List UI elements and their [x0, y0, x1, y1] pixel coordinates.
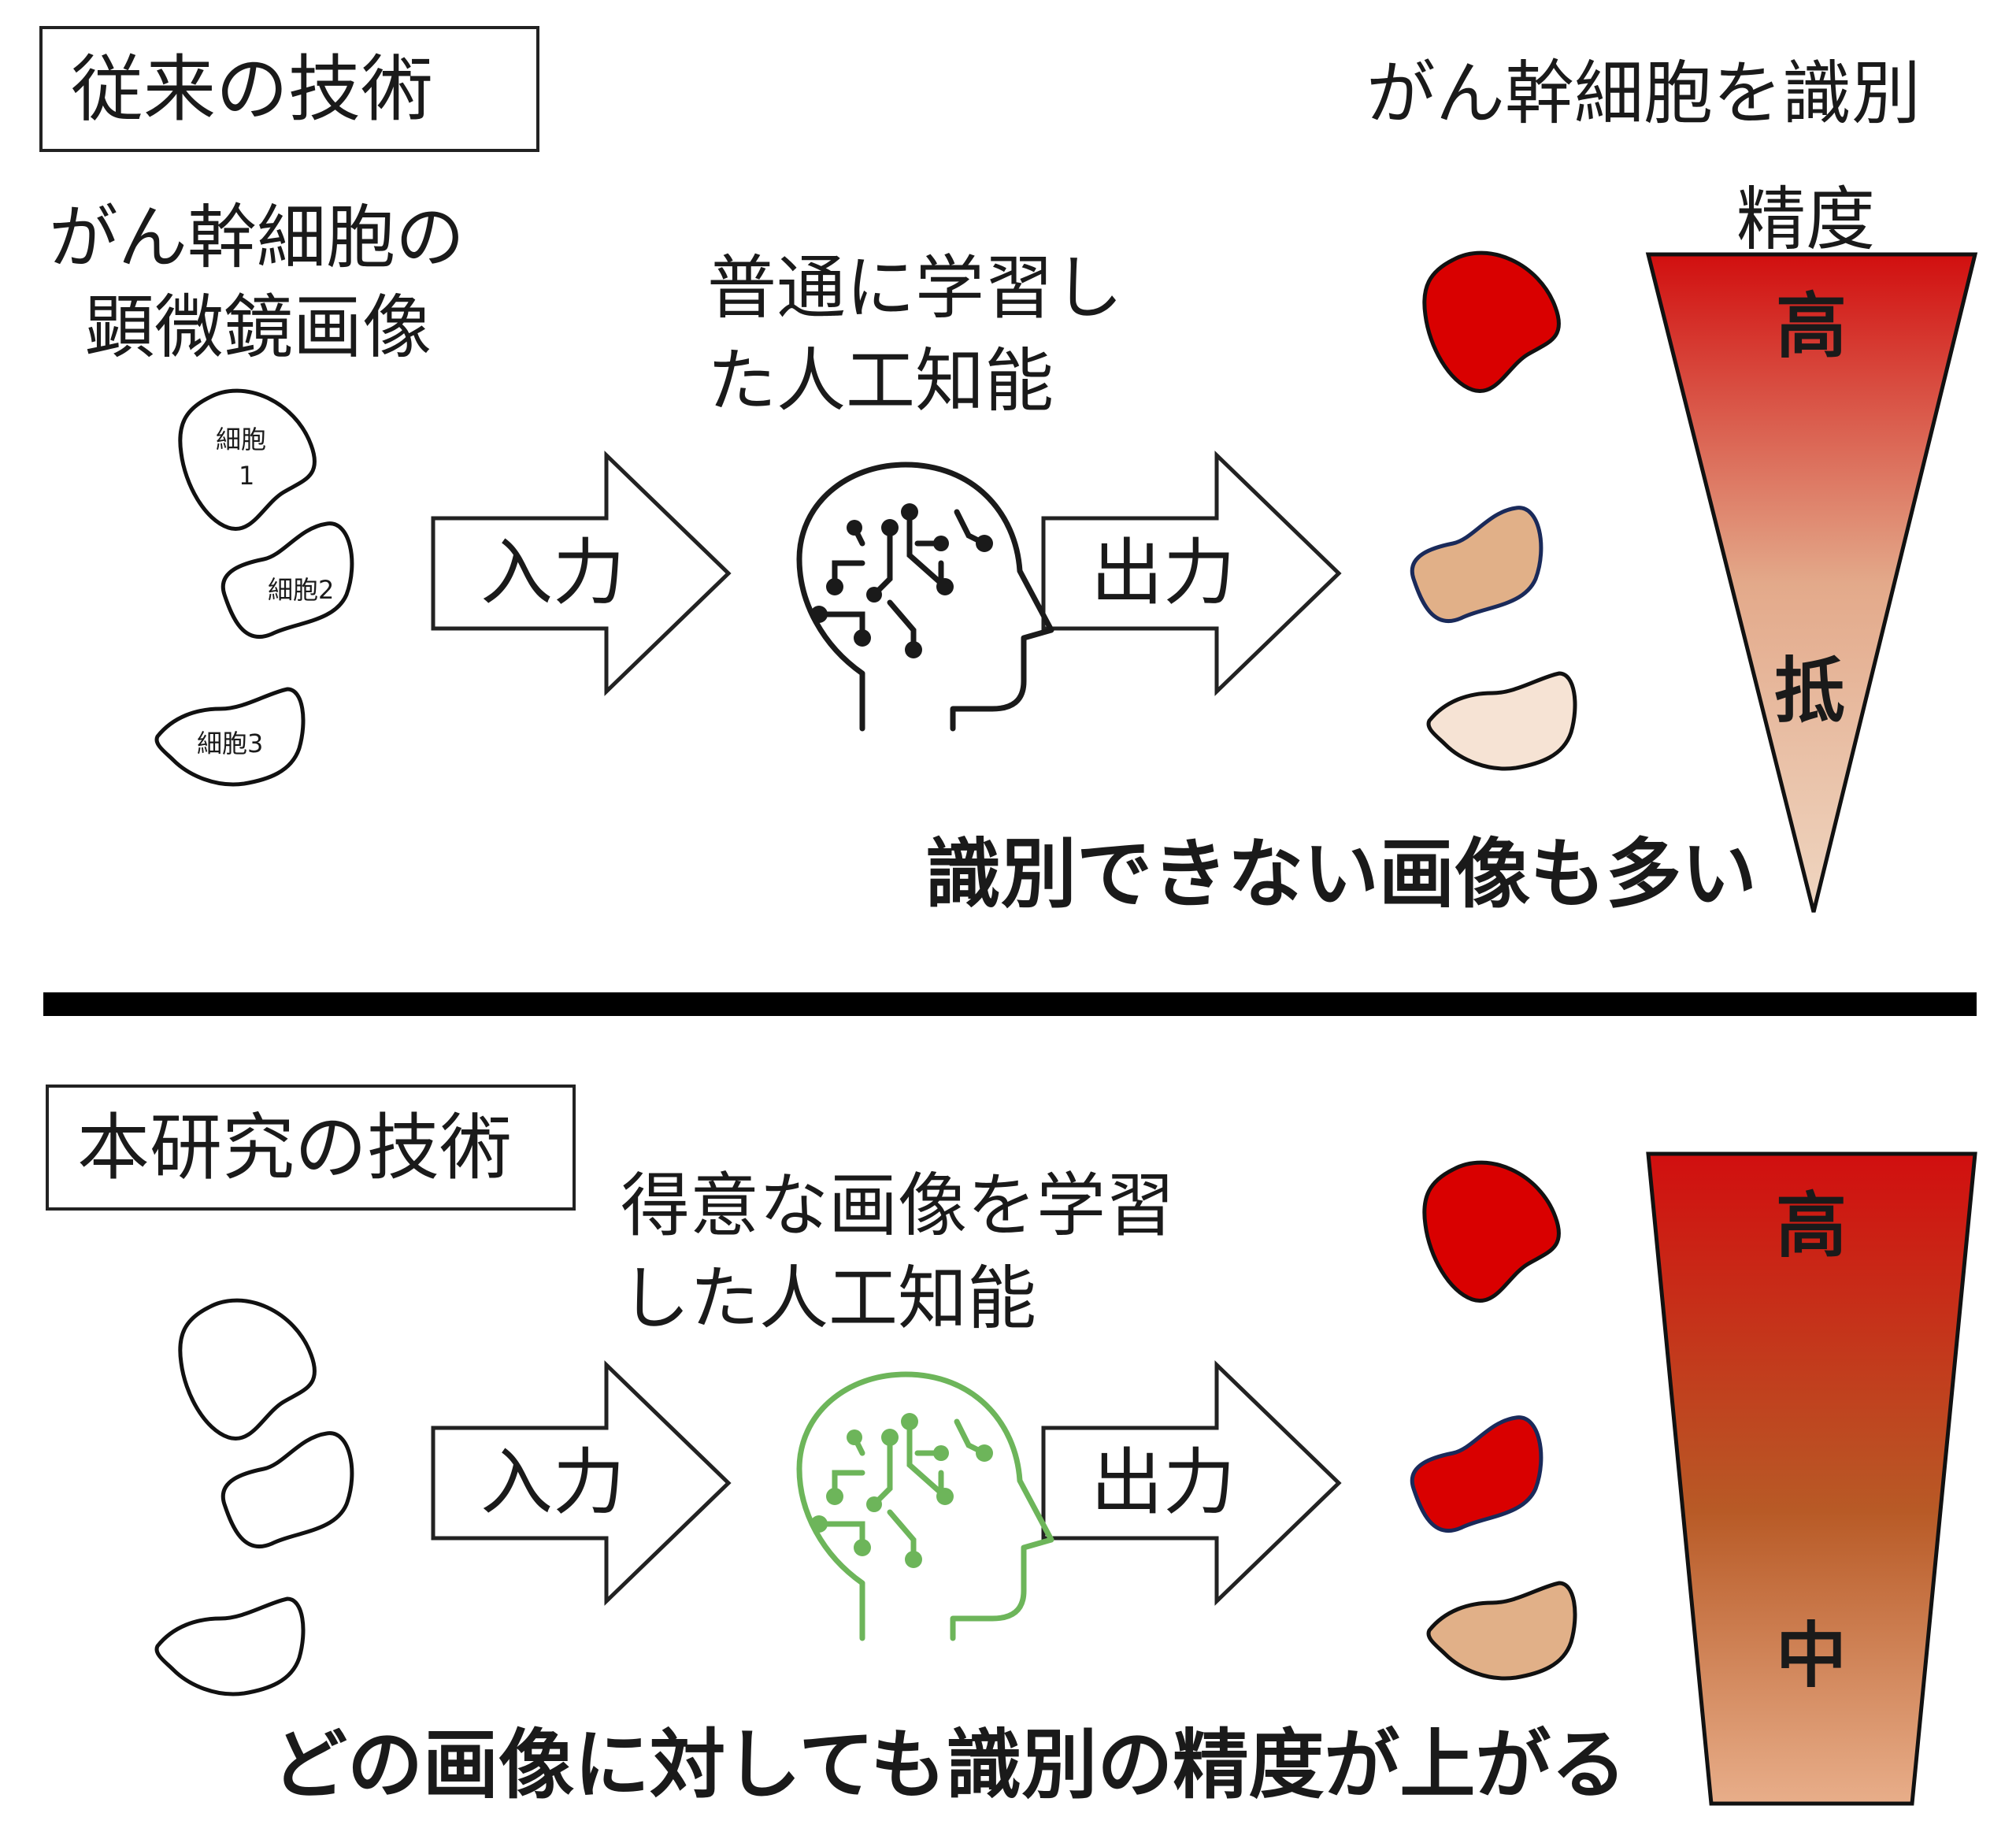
top-input-label-line2: 顕微鏡画像 [85, 287, 432, 368]
top-arrow-input-label: 入力 [480, 531, 626, 615]
top-section-label-box [39, 26, 539, 152]
top-arrow-output-label: 出力 [1091, 531, 1236, 615]
top-cell-2-label: 細胞2 [268, 575, 335, 605]
top-cell-1-label-b: 1 [239, 461, 255, 491]
top-ai-label-line2: た人工知能 [707, 340, 1054, 421]
top-output-cell-tan [1412, 508, 1541, 621]
accuracy-label: 精度 [1736, 179, 1876, 260]
top-grade-high: 高 [1776, 285, 1847, 368]
bottom-summary: どの画像に対しても識別の精度が上がる [272, 1721, 1627, 1809]
bottom-arrow-output-label: 出力 [1091, 1441, 1236, 1525]
bottom-arrow-input-label: 入力 [480, 1441, 626, 1525]
bottom-accuracy-trapezoid [1646, 1151, 1977, 1806]
top-right-title: がん幹細胞を識別 [1366, 53, 1922, 134]
section-divider [43, 992, 1977, 1016]
top-accuracy-triangle [1645, 252, 1978, 913]
top-section-label: 従来の技術 [71, 47, 434, 132]
top-grade-low: 抵 [1774, 650, 1845, 732]
bottom-input-cell-1 [180, 1300, 315, 1438]
top-summary: 識別できない画像も多い [925, 830, 1757, 918]
top-output-cell-red [1425, 253, 1559, 391]
top-cell-1-label-a: 細胞 [216, 425, 267, 454]
bottom-ai-head-icon [799, 1374, 1051, 1638]
top-ai-head-icon [799, 465, 1051, 729]
bottom-input-cell-2 [223, 1433, 352, 1547]
top-ai-label-line1: 普通に学習し [707, 247, 1124, 328]
top-cell-3-label: 細胞3 [197, 729, 264, 758]
top-input-label-line1: がん幹細胞の [49, 197, 465, 278]
bottom-output-cell-red-1 [1425, 1162, 1559, 1300]
bottom-grade-high: 高 [1776, 1185, 1847, 1267]
bottom-ai-label-line1: 得意な画像を学習 [621, 1165, 1176, 1246]
bottom-grade-mid: 中 [1776, 1615, 1847, 1697]
bottom-input-cell-3 [157, 1599, 303, 1694]
bottom-output-cell-tan [1429, 1583, 1575, 1678]
top-output-cell-light [1429, 673, 1575, 769]
bottom-output-cell-red-2 [1412, 1418, 1541, 1531]
bottom-section-label: 本研究の技術 [77, 1106, 513, 1190]
bottom-ai-label-line2: した人工知能 [621, 1258, 1037, 1339]
bottom-section-label-box [46, 1085, 576, 1211]
top-input-cell-1 [180, 391, 315, 528]
